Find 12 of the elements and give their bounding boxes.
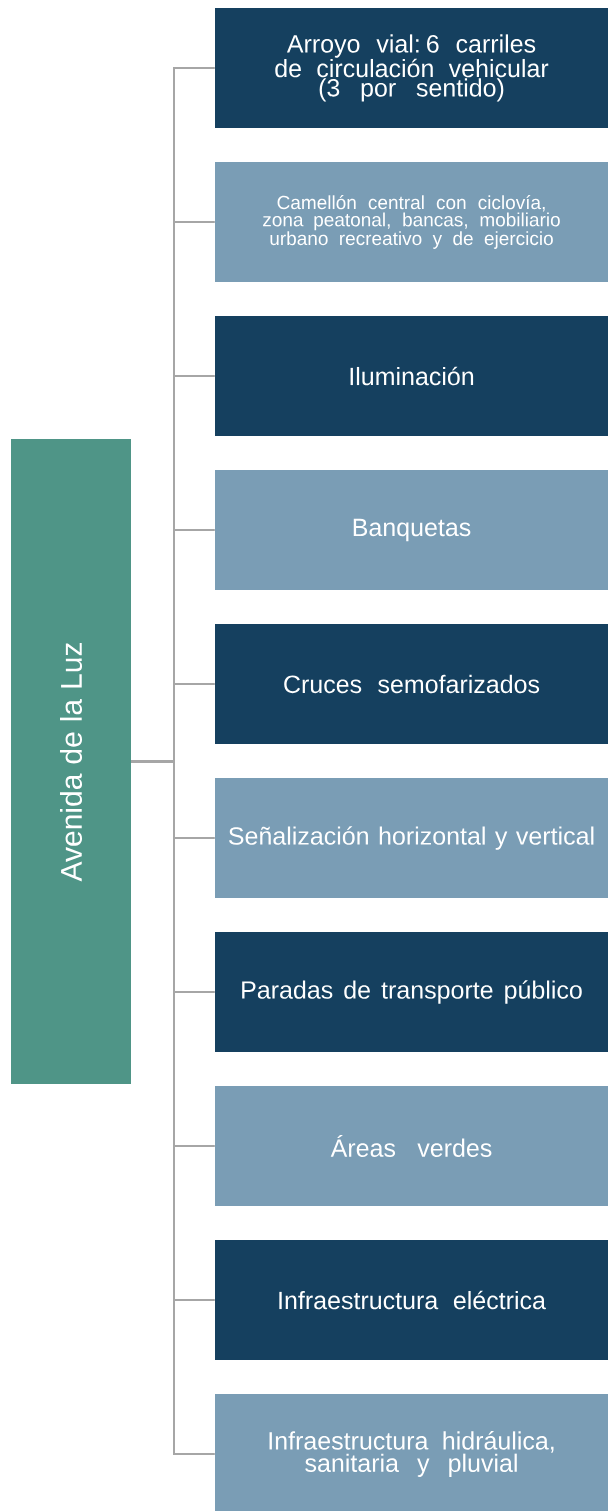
item-box: Cruces semofarizados: [215, 624, 608, 744]
item-box: Camellón central con ciclovía, zona peatonal, bancas, mobiliario urbano recreativo y de ejercicio: [215, 162, 608, 282]
item-box: Paradas de transporte público: [215, 932, 608, 1052]
item-box: Infraestructura eléctrica: [215, 1240, 608, 1360]
item-box: Arroyo vial: 6 carriles de circulación vehicular (3 por sentido): [215, 8, 608, 128]
connector: [130, 760, 216, 1455]
item-box: Iluminación: [215, 316, 608, 436]
item-box: Señalización horizontal y vertical: [215, 778, 608, 898]
item-box: Áreas verdes: [215, 1086, 608, 1206]
root-box: Avenida de la Luz: [11, 439, 131, 1084]
item-box: Infraestructura hidráulica, sanitaria y pluvial: [215, 1394, 608, 1511]
item-box: Banquetas: [215, 470, 608, 590]
